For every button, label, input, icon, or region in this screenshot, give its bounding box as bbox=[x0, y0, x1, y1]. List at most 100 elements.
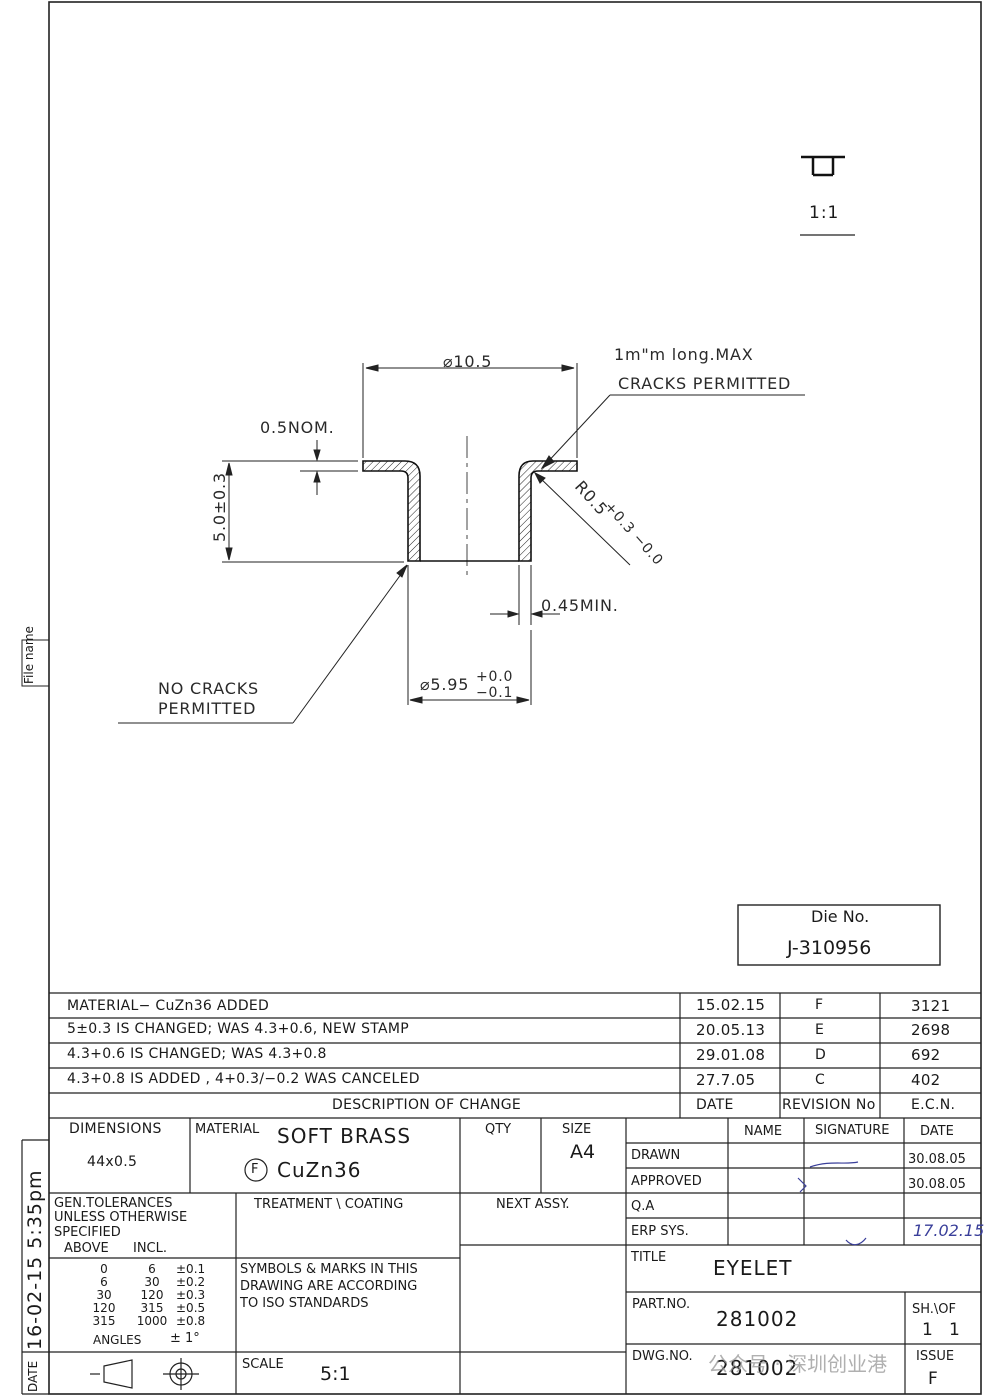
revision-ecn: 402 bbox=[911, 1071, 941, 1089]
gen-tol-line1: GEN.TOLERANCES bbox=[54, 1196, 173, 1211]
size-label: SIZE bbox=[562, 1122, 592, 1137]
scale-label: SCALE bbox=[242, 1357, 284, 1372]
gen-tol-line3: SPECIFIED bbox=[54, 1225, 121, 1240]
dia-bottom-tol-lower: −0.1 bbox=[476, 685, 513, 701]
no-cracks-line2: PERMITTED bbox=[158, 699, 256, 718]
dia-bottom-tol-upper: +0.0 bbox=[476, 669, 513, 685]
title-label: TITLE bbox=[631, 1250, 667, 1265]
revision-letter: F bbox=[815, 997, 824, 1013]
sheet-label: SH.\OF bbox=[912, 1302, 957, 1317]
dwg-no-label: DWG.NO. bbox=[632, 1349, 693, 1364]
sheet-value: 1 1 bbox=[922, 1320, 960, 1340]
dimensions-label: DIMENSIONS bbox=[69, 1121, 162, 1137]
revision-letter: D bbox=[815, 1047, 827, 1063]
qty-label: QTY bbox=[485, 1122, 512, 1137]
dia-top-label: ⌀10.5 bbox=[443, 352, 492, 371]
projection-symbol bbox=[801, 155, 845, 177]
thickness-label: 0.5NOM. bbox=[260, 418, 335, 437]
erp-date: 17.02.15 bbox=[913, 1221, 985, 1240]
die-no-label: Die No. bbox=[811, 907, 870, 926]
date-stamp: 16-02-15 5:35pm bbox=[24, 1169, 46, 1350]
date-header-label: DATE bbox=[920, 1124, 954, 1139]
revision-header-rev: REVISION No bbox=[782, 1097, 876, 1113]
scale-value: 5:1 bbox=[320, 1363, 351, 1385]
next-assy-label: NEXT ASSY. bbox=[496, 1197, 570, 1212]
name-label: NAME bbox=[744, 1124, 783, 1139]
die-no-value: J-310956 bbox=[787, 937, 872, 959]
file-name-label: File name bbox=[22, 626, 36, 684]
dia-bottom-label: ⌀5.95 bbox=[420, 675, 469, 694]
concentric-icon bbox=[163, 1358, 199, 1390]
die-no-box bbox=[737, 904, 941, 966]
issue-value: F bbox=[928, 1369, 938, 1389]
dimensions-value: 44x0.5 bbox=[87, 1154, 138, 1170]
incl-label: INCL. bbox=[133, 1241, 168, 1256]
title-block-lines bbox=[49, 1118, 981, 1394]
approved-date: 30.08.05 bbox=[908, 1177, 966, 1192]
radius-tol-label: +0.3 −0.0 bbox=[601, 499, 666, 569]
symbols-line3: TO ISO STANDARDS bbox=[240, 1296, 369, 1311]
angles-value: ± 1° bbox=[170, 1331, 200, 1346]
revision-table-lines bbox=[49, 992, 981, 1119]
revision-ecn: 2698 bbox=[911, 1021, 951, 1039]
erp-label: ERP SYS. bbox=[631, 1224, 689, 1239]
height-label: 5.0±0.3 bbox=[210, 472, 229, 542]
projection-scale-label: 1:1 bbox=[809, 203, 840, 223]
wall-min-label: 0.45MIN. bbox=[541, 596, 619, 615]
gen-tol-line2: UNLESS OTHERWISE bbox=[54, 1210, 188, 1225]
revision-letter: E bbox=[815, 1022, 825, 1038]
material-code: CuZn36 bbox=[277, 1158, 362, 1182]
treatment-label: TREATMENT \ COATING bbox=[254, 1197, 404, 1212]
approved-label: APPROVED bbox=[631, 1174, 702, 1189]
symbols-line2: DRAWING ARE ACCORDING bbox=[240, 1279, 418, 1294]
drawn-date: 30.08.05 bbox=[908, 1152, 966, 1167]
revision-header-description: DESCRIPTION OF CHANGE bbox=[332, 1097, 522, 1113]
size-value: A4 bbox=[570, 1141, 596, 1163]
material-value: SOFT BRASS bbox=[277, 1124, 412, 1148]
erp-signature-mark bbox=[845, 1237, 867, 1246]
part-no-label: PART.NO. bbox=[632, 1297, 691, 1312]
revision-ecn: 3121 bbox=[911, 997, 951, 1015]
issue-label: ISSUE bbox=[916, 1349, 955, 1364]
part-no-value: 281002 bbox=[716, 1307, 799, 1331]
revision-description: 4.3+0.8 IS ADDED , 4+0.3/−0.2 WAS CANCEL… bbox=[67, 1071, 420, 1087]
revision-date: 29.01.08 bbox=[696, 1046, 766, 1064]
material-code-marker: F bbox=[251, 1162, 259, 1177]
drawn-signature-mark bbox=[809, 1161, 859, 1168]
date-label: DATE bbox=[26, 1360, 40, 1392]
no-cracks-line1: NO CRACKS bbox=[158, 679, 259, 698]
revision-header-date: DATE bbox=[696, 1097, 734, 1113]
revision-ecn: 692 bbox=[911, 1046, 941, 1064]
watermark-text: 公众号 · 深圳创业港 bbox=[708, 1352, 888, 1376]
signature-label: SIGNATURE bbox=[815, 1123, 890, 1138]
symbols-line1: SYMBOLS & MARKS IN THIS bbox=[240, 1262, 418, 1277]
approved-signature-mark bbox=[797, 1177, 807, 1193]
revision-description: 4.3+0.6 IS CHANGED; WAS 4.3+0.8 bbox=[67, 1046, 327, 1062]
material-code-marker-circle bbox=[244, 1158, 268, 1182]
above-label: ABOVE bbox=[64, 1241, 109, 1256]
revision-date: 15.02.15 bbox=[696, 996, 766, 1014]
qa-label: Q.A bbox=[631, 1199, 655, 1214]
revision-description: 5±0.3 IS CHANGED; WAS 4.3+0.6, NEW STAMP bbox=[67, 1021, 410, 1037]
revision-letter: C bbox=[815, 1072, 826, 1088]
eyelet-section bbox=[362, 460, 578, 562]
revision-date: 20.05.13 bbox=[696, 1021, 766, 1039]
crack-note-line2: CRACKS PERMITTED bbox=[618, 374, 791, 393]
drawn-label: DRAWN bbox=[631, 1148, 681, 1163]
angles-label: ANGLES bbox=[93, 1333, 142, 1347]
revision-description: MATERIAL− CuZn36 ADDED bbox=[67, 998, 270, 1014]
material-label: MATERIAL bbox=[195, 1122, 260, 1137]
revision-header-ecn: E.C.N. bbox=[911, 1097, 956, 1113]
revision-date: 27.7.05 bbox=[696, 1071, 756, 1089]
crack-note-line1: 1m"m long.MAX bbox=[614, 345, 754, 364]
title-value: EYELET bbox=[713, 1256, 793, 1280]
dwg-no-value: 281002 bbox=[716, 1356, 799, 1380]
first-angle-icon bbox=[90, 1359, 133, 1389]
